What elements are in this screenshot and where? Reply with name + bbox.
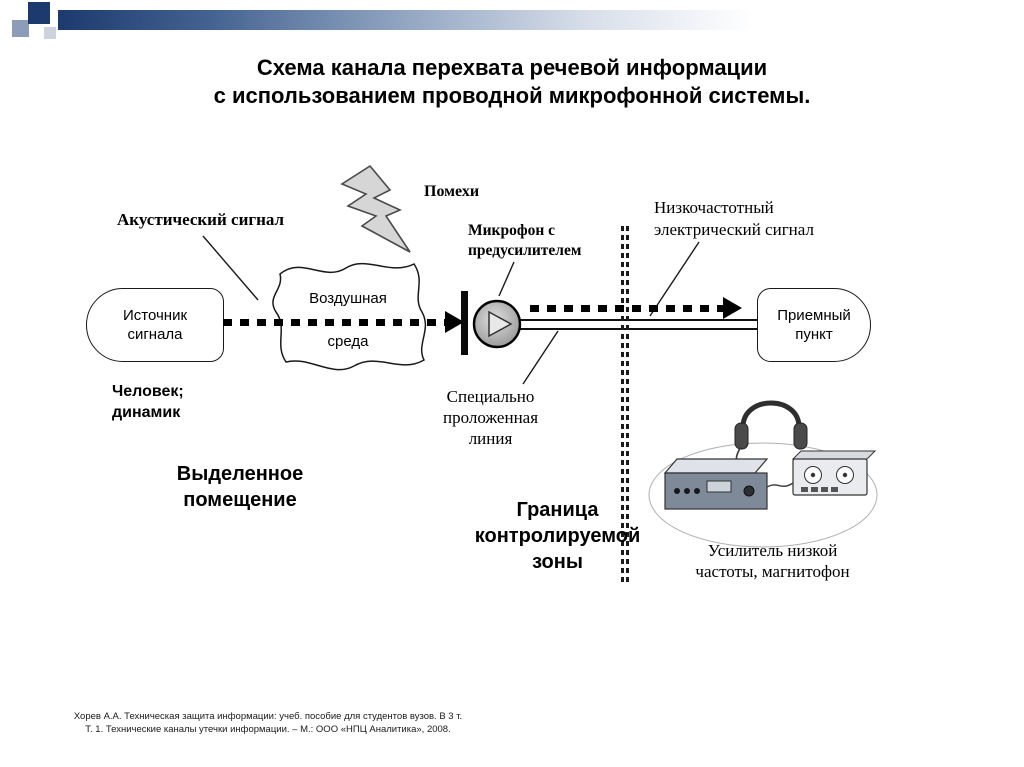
air-medium-outline bbox=[272, 262, 427, 371]
equipment-illustration bbox=[648, 400, 878, 548]
tape-recorder-icon bbox=[766, 450, 877, 496]
acoustic-signal-label: Акустический сигнал bbox=[117, 210, 285, 229]
arrowhead-icon bbox=[723, 297, 742, 319]
acoustic-signal-dotted-line bbox=[223, 319, 445, 326]
title-line-1: Схема канала перехвата речевой информаци… bbox=[256, 55, 768, 80]
microphone-play-triangle bbox=[488, 310, 513, 338]
dedicated-room-label: Выделенное помещение bbox=[176, 463, 304, 511]
title-line-2: с использованием проводной микрофонной с… bbox=[213, 83, 811, 108]
signal-source-label: Источник сигнала bbox=[122, 307, 188, 343]
controlled-zone-boundary-line bbox=[621, 226, 629, 583]
laid-line-label: Специально проложенная линия bbox=[442, 387, 539, 448]
callout-line-laid-line bbox=[522, 330, 559, 385]
amplifier-icon bbox=[663, 458, 769, 510]
interference-label: Помехи bbox=[424, 183, 480, 200]
deco-square-dark bbox=[28, 2, 50, 24]
electric-signal-dotted-line bbox=[530, 305, 723, 312]
air-medium-shape bbox=[272, 262, 427, 371]
air-medium-label: Воздушная среда bbox=[309, 290, 387, 350]
lightning-icon bbox=[340, 164, 411, 253]
arrowhead-icon bbox=[445, 311, 464, 333]
amplifier-recorder-label: Усилитель низкой частоты, магнитофон bbox=[695, 541, 850, 581]
receiving-point-shape: Приемный пункт bbox=[757, 288, 871, 362]
deco-square-mid bbox=[12, 20, 29, 37]
citation-line-2: Т. 1. Технические каналы утечки информац… bbox=[85, 724, 451, 735]
human-speaker-label: Человек; динамик bbox=[112, 383, 184, 421]
slide-title: Схема канала перехвата речевой информаци… bbox=[0, 54, 1024, 110]
microphone-label: Микрофон с предусилителем bbox=[468, 222, 582, 259]
signal-source-shape: Источник сигнала bbox=[86, 288, 224, 362]
citation-line-1: Хорев А.А. Техническая защита информации… bbox=[73, 711, 463, 722]
lightning-shape bbox=[340, 164, 411, 253]
wire-line bbox=[520, 319, 757, 330]
citation: Хорев А.А. Техническая защита информации… bbox=[38, 710, 498, 736]
controlled-zone-label: Граница контролируемой зоны bbox=[474, 499, 641, 573]
microphone-bar bbox=[461, 291, 468, 355]
callout-line-microphone bbox=[498, 261, 515, 297]
header-gradient-bar bbox=[58, 10, 1024, 30]
deco-square-light bbox=[44, 27, 56, 39]
microphone-icon bbox=[472, 299, 522, 349]
receiving-point-label: Приемный пункт bbox=[777, 307, 851, 343]
lf-electric-signal-label: Низкочастотный электрический сигнал bbox=[654, 198, 814, 239]
platform-ellipse bbox=[648, 442, 878, 548]
